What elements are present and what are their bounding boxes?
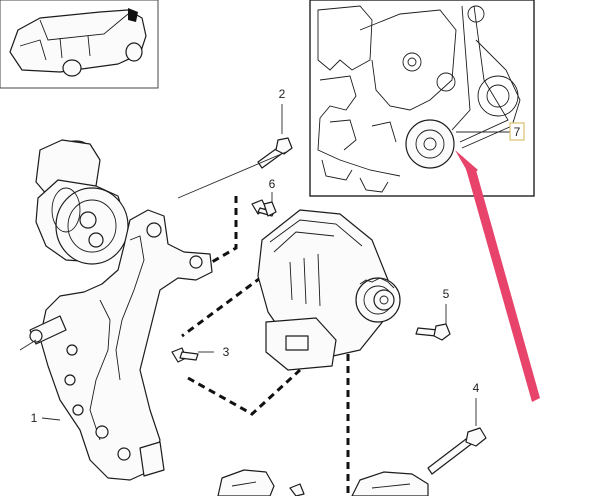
engine-detail-inset: 7 (309, 0, 535, 197)
mounting-bracket: 1 (19, 209, 213, 481)
callout-5: 5 (443, 287, 450, 301)
bolt-5: 5 (415, 287, 451, 341)
callout-6: 6 (269, 177, 276, 191)
alternator (257, 209, 401, 371)
vehicle-thumbnail-inset (0, 0, 159, 89)
callout-box-7 (509, 122, 525, 141)
lower-components (217, 469, 429, 496)
bolt-2: 2 (257, 87, 293, 169)
callout-7: 7 (514, 125, 521, 139)
highlight-arrow (455, 150, 540, 402)
callout-1: 1 (31, 411, 38, 425)
bolt-3: 3 (171, 345, 230, 363)
station-wagon-icon (9, 8, 147, 77)
callout-3: 3 (223, 345, 230, 359)
power-steering-pump (35, 139, 129, 265)
bolt-4: 4 (427, 381, 487, 475)
callout-2: 2 (279, 87, 286, 101)
bolt-6: 6 (251, 177, 277, 217)
callout-4: 4 (473, 381, 480, 395)
assembly-guide-lines (177, 151, 350, 496)
engine-pulley-detail (317, 5, 521, 193)
